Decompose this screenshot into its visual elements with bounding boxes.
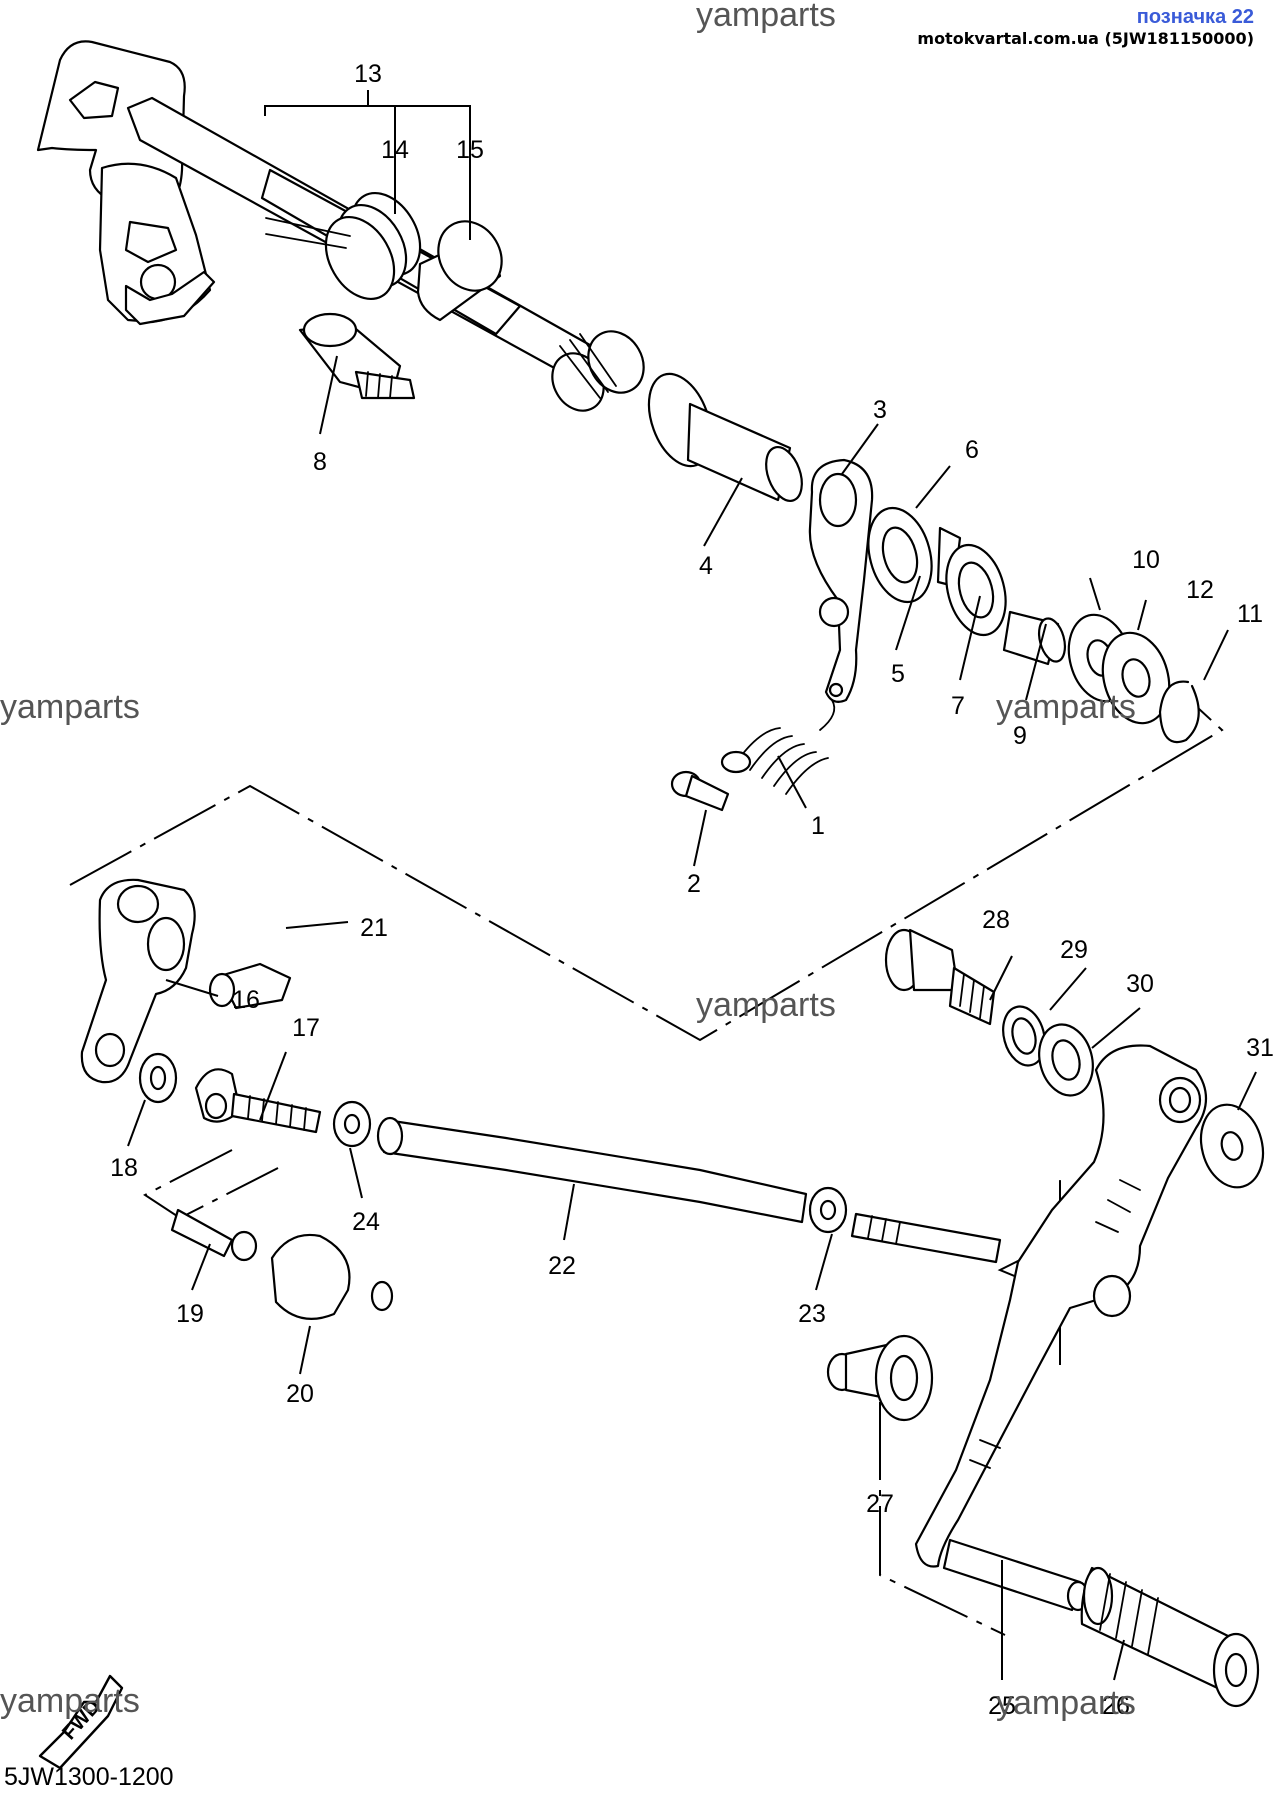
washer-29 [1002,1005,1046,1067]
callout-numbers: 13 14 15 8 3 6 4 10 12 11 5 7 9 1 2 21 1… [110,60,1274,1720]
callout-16: 16 [232,986,260,1014]
callout-5: 5 [891,660,905,688]
callout-22: 22 [548,1252,576,1280]
callout-17: 17 [292,1014,320,1042]
callout-26: 26 [1102,1692,1130,1720]
callout-19: 19 [176,1300,204,1328]
stud-bolt [298,312,416,400]
pivot-collar [826,1334,934,1422]
watermark: yamparts [996,688,1136,726]
shift-pedal [914,1044,1207,1568]
callout-14: 14 [381,136,409,164]
badge-source: motokvartal.com.ua (5JW181150000) [917,29,1254,48]
pin [670,770,730,812]
badge-title: позначка 22 [1136,6,1254,28]
watermark: yamparts [996,1684,1136,1722]
watermark: yamparts [696,0,836,34]
callout-27: 27 [866,1490,894,1518]
callout-6: 6 [965,436,979,464]
leader-lines [127,90,1257,1681]
callout-13: 13 [354,60,382,88]
callout-3: 3 [873,396,887,424]
rubber-boot [270,1233,394,1320]
return-spring [265,191,422,301]
callout-11: 11 [1237,600,1263,628]
washer-31 [1199,1103,1265,1189]
fwd-arrow-icon: FWD [38,1674,124,1770]
callout-2: 2 [687,870,701,898]
callout-4: 4 [699,552,713,580]
pivot-bolt [884,928,996,1026]
collar [416,220,503,322]
callout-18: 18 [110,1154,138,1182]
callout-25: 25 [988,1692,1016,1720]
diagram-code: 5JW1300-1200 [4,1763,174,1791]
arm-bolt [208,962,292,1010]
callout-9: 9 [1013,722,1027,750]
callout-15: 15 [456,136,484,164]
shift-guide-bracket [36,40,216,326]
callout-23: 23 [798,1300,826,1328]
pedal-rubber [1080,1566,1260,1708]
callout-21: 21 [360,914,388,942]
washer-30 [1038,1023,1094,1097]
shift-shaft [126,96,645,412]
source-badge: позначка 22 motokvartal.com.ua (5JW18115… [917,6,1254,48]
rod-end-left [138,1052,322,1134]
callout-1: 1 [811,812,825,840]
callout-10: 10 [1132,546,1160,574]
washer-stack [867,506,1200,744]
callout-31: 31 [1246,1034,1274,1062]
callout-7: 7 [951,692,965,720]
watermark: yamparts [696,986,836,1024]
pedal-shaft [942,1538,1090,1612]
callout-20: 20 [286,1380,314,1408]
shift-arm [80,878,196,1084]
callout-8: 8 [313,448,327,476]
callout-28: 28 [982,906,1010,934]
bushing [647,372,803,502]
stopper-lever [808,458,874,703]
callout-30: 30 [1126,970,1154,998]
callout-12: 12 [1186,576,1214,604]
tension-spring [720,699,836,795]
shift-rod [332,1100,1002,1264]
callout-24: 24 [352,1208,380,1236]
watermark: yamparts [0,688,140,726]
callout-29: 29 [1060,936,1088,964]
watermark: yamparts [0,1682,140,1720]
bolt-19 [170,1208,258,1262]
